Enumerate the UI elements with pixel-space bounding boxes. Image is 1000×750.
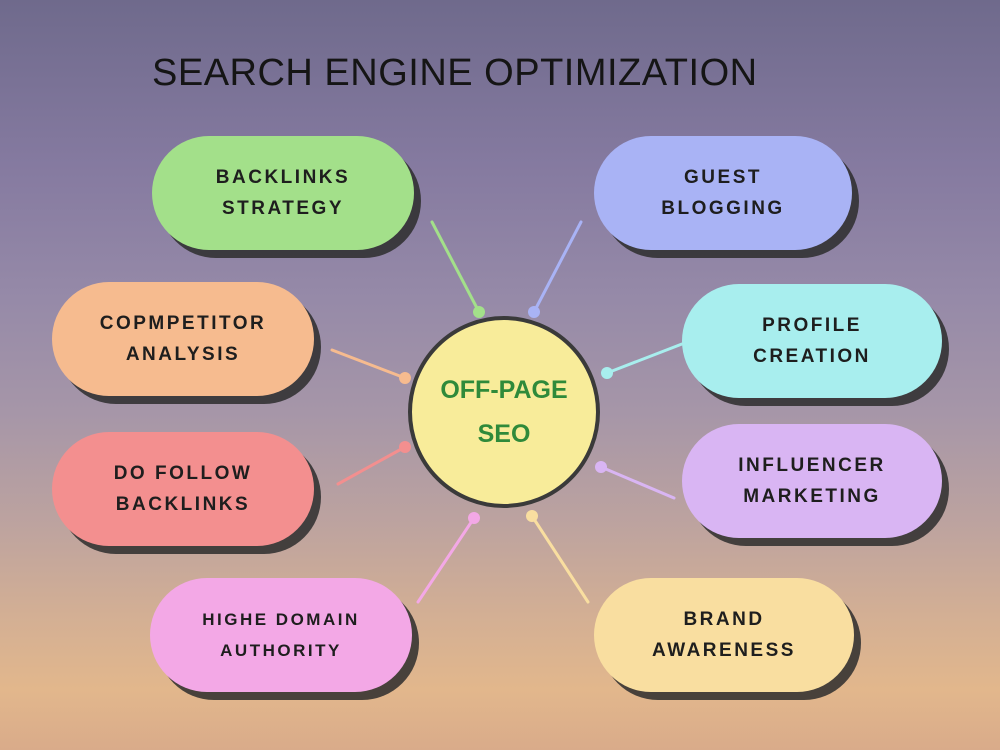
connector-dot-backlinks-strategy — [473, 306, 485, 318]
connector-high-domain-authority — [416, 516, 476, 604]
node-label: HIGHE DOMAIN AUTHORITY — [202, 610, 360, 660]
connector-dot-brand-awareness — [526, 510, 538, 522]
connector-backlinks-strategy — [430, 220, 481, 314]
node-brand-awareness: BRAND AWARENESS — [594, 578, 854, 692]
node-label: INFLUENCER MARKETING — [738, 455, 886, 507]
connector-dot-profile-creation — [601, 367, 613, 379]
node-competitor-analysis: COPMPETITOR ANALYSIS — [52, 282, 314, 396]
connector-profile-creation — [605, 342, 684, 375]
connector-dot-do-follow-backlinks — [399, 441, 411, 453]
node-profile-creation: PROFILE CREATION — [682, 284, 942, 398]
node-label: PROFILE CREATION — [753, 315, 871, 367]
node-do-follow-backlinks: DO FOLLOW BACKLINKS — [52, 432, 314, 546]
node-label: GUEST BLOGGING — [661, 167, 785, 219]
hub-off-page-seo: OFF-PAGE SEO — [408, 316, 600, 508]
node-guest-blogging: GUEST BLOGGING — [594, 136, 852, 250]
connector-do-follow-backlinks — [336, 445, 407, 486]
connector-dot-competitor-analysis — [399, 372, 411, 384]
node-label: BRAND AWARENESS — [652, 609, 796, 661]
node-label: DO FOLLOW BACKLINKS — [113, 463, 253, 515]
node-label: BACKLINKS STRATEGY — [215, 167, 351, 219]
connector-dot-high-domain-authority — [468, 512, 480, 524]
connector-dot-guest-blogging — [528, 306, 540, 318]
node-label: COPMPETITOR ANALYSIS — [99, 313, 267, 365]
node-high-domain-authority: HIGHE DOMAIN AUTHORITY — [150, 578, 412, 692]
node-influencer-marketing: INFLUENCER MARKETING — [682, 424, 942, 538]
connector-brand-awareness — [530, 514, 590, 604]
diagram-title: SEARCH ENGINE OPTIMIZATION — [152, 52, 758, 94]
node-backlinks-strategy: BACKLINKS STRATEGY — [152, 136, 414, 250]
connector-competitor-analysis — [330, 348, 407, 380]
connector-influencer-marketing — [599, 465, 676, 500]
connector-guest-blogging — [532, 220, 583, 314]
hub-label: OFF-PAGE SEO — [440, 376, 568, 448]
connector-dot-influencer-marketing — [595, 461, 607, 473]
